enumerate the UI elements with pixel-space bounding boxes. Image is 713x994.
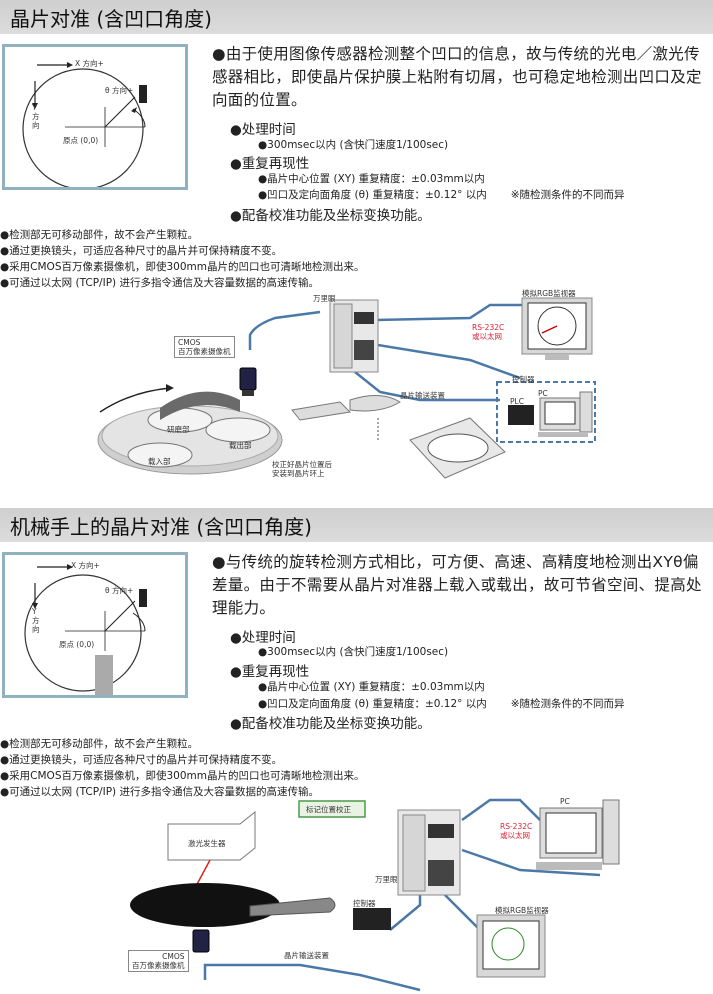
section1-spec-repeat-title: ●重复再现性 xyxy=(230,156,310,172)
grind-label: 研磨部 xyxy=(167,425,190,434)
section1-bullet: ●采用CMOS百万像素摄像机，即使300mm晶片的凹口也可清晰地检测出来。 xyxy=(0,261,365,273)
section2-bullet: ●可通过以太网 (TCP/IP) 进行多指令通信及大容量数据的高速传输。 xyxy=(0,786,319,798)
controller-label: 控制器 xyxy=(353,899,376,908)
mark-correction-label: 标记位置校正 xyxy=(306,805,351,814)
section2-spec-processing-title: ●处理时间 xyxy=(230,630,296,646)
cmos-camera-label: CMOS 百万像素摄像机 xyxy=(128,950,189,972)
section2-spec-repeat-title: ●重复再现性 xyxy=(230,664,310,680)
section2-spec-calibration: ●配备校准功能及坐标变换功能。 xyxy=(230,716,431,732)
section1-lead-text: ●由于使用图像传感器检测整个凹口的信息，故与传统的光电／激光传感器相比，即使晶片… xyxy=(212,45,702,109)
x-direction-label: X 方向+ xyxy=(71,561,100,570)
section2-lead-text: ●与传统的旋转检测方式相比，可方便、高速、高精度地检测出XYθ偏差量。由于不需要… xyxy=(212,553,702,617)
section1-spec-processing-item: ●300msec以内 (含快门速度1/100sec) xyxy=(258,139,449,151)
section1-bullet: ●检测部无可移动部件，故不会产生颗粒。 xyxy=(0,229,199,241)
mount-caption: 校正好晶片位置后 安装到晶片环上 xyxy=(272,460,332,478)
y-direction-label: Y 方 向 xyxy=(32,607,40,634)
section2-condition-note: ※随检测条件的不同而异 xyxy=(510,698,625,710)
section1-bullet: ●可通过以太网 (TCP/IP) 进行多指令通信及大容量数据的高速传输。 xyxy=(0,277,319,289)
coordinate-figure xyxy=(22,62,147,187)
wanliyan-label: 万里眼 xyxy=(375,875,398,884)
unload-label: 载出部 xyxy=(229,441,252,450)
pc-label: PC xyxy=(560,797,570,806)
theta-direction-label: θ 方向+ xyxy=(105,586,134,595)
section1-spec-processing-title: ●处理时间 xyxy=(230,122,296,138)
transport-label: 晶片输送装置 xyxy=(284,951,329,960)
y-direction-label: Y 方 向 xyxy=(32,103,40,130)
section1-header: 晶片对准 (含凹口角度) xyxy=(0,0,713,34)
section2-title: 机械手上的晶片对准 (含凹口角度) xyxy=(10,515,312,539)
section1-condition-note: ※随检测条件的不同而异 xyxy=(510,189,625,201)
theta-direction-label: θ 方向+ xyxy=(105,86,134,95)
transport-label: 晶片输送装置 xyxy=(400,391,445,400)
x-direction-label: X 方向+ xyxy=(75,59,104,68)
plc-label: PLC xyxy=(510,397,524,406)
load-label: 载入部 xyxy=(148,457,171,466)
section2-spec-theta-item: ●凹口及定向面角度 (θ) 重复精度：±0.12° 以内 ※随检测条件的不同而异 xyxy=(258,696,625,711)
section2-header: 机械手上的晶片对准 (含凹口角度) xyxy=(0,508,713,542)
origin-label: 原点 (0,0) xyxy=(63,136,99,145)
laser-label: 激光发生器 xyxy=(188,839,226,848)
section1-bullet: ●通过更换镜头，可适应各种尺寸的晶片并可保持精度不变。 xyxy=(0,245,283,257)
section2-bullet: ●检测部无可移动部件，故不会产生颗粒。 xyxy=(0,738,199,750)
cmos-camera-label: CMOS 百万像素摄像机 xyxy=(174,336,235,358)
section1-coordinate-diagram: X 方向+ θ 方向+ Y 方 向 原点 (0,0) xyxy=(2,44,188,190)
controller-label: 控制器 xyxy=(512,375,535,384)
section1-spec-theta-item: ●凹口及定向面角度 (θ) 重复精度：±0.12° 以内 ※随检测条件的不同而异 xyxy=(258,187,625,202)
coordinate-figure xyxy=(24,564,147,695)
section2-coordinate-diagram: X 方向+ θ 方向+ Y 方 向 原点 (0,0) xyxy=(2,552,188,698)
section1-theta-text: ●凹口及定向面角度 (θ) 重复精度：±0.12° 以内 xyxy=(258,189,487,201)
section1-spec-calibration: ●配备校准功能及坐标变换功能。 xyxy=(230,208,431,224)
monitor-label: 模拟RGB监视器 xyxy=(495,906,549,915)
section2-bullet: ●采用CMOS百万像素摄像机，即使300mm晶片的凹口也可清晰地检测出来。 xyxy=(0,770,365,782)
section2-spec-xy-item: ●晶片中心位置 (XY) 重复精度：±0.03mm以内 xyxy=(258,681,485,693)
section1-system-illustration xyxy=(97,297,596,479)
rs232-label: RS-232C 或以太网 xyxy=(472,323,505,341)
section1-spec-xy-item: ●晶片中心位置 (XY) 重复精度：±0.03mm以内 xyxy=(258,173,485,185)
section2-spec-processing-item: ●300msec以内 (含快门速度1/100sec) xyxy=(258,646,449,658)
pc-label: PC xyxy=(538,389,548,398)
origin-label: 原点 (0,0) xyxy=(59,640,95,649)
monitor-label: 模拟RGB监视器 xyxy=(522,289,576,298)
section2-bullet: ●通过更换镜头，可适应各种尺寸的晶片并可保持精度不变。 xyxy=(0,754,283,766)
section2-theta-text: ●凹口及定向面角度 (θ) 重复精度：±0.12° 以内 xyxy=(258,698,487,710)
section1-title: 晶片对准 (含凹口角度) xyxy=(10,7,212,31)
rs232-label: RS-232C 或以太网 xyxy=(500,822,533,840)
wanliyan-label: 万里眼 xyxy=(313,294,336,303)
